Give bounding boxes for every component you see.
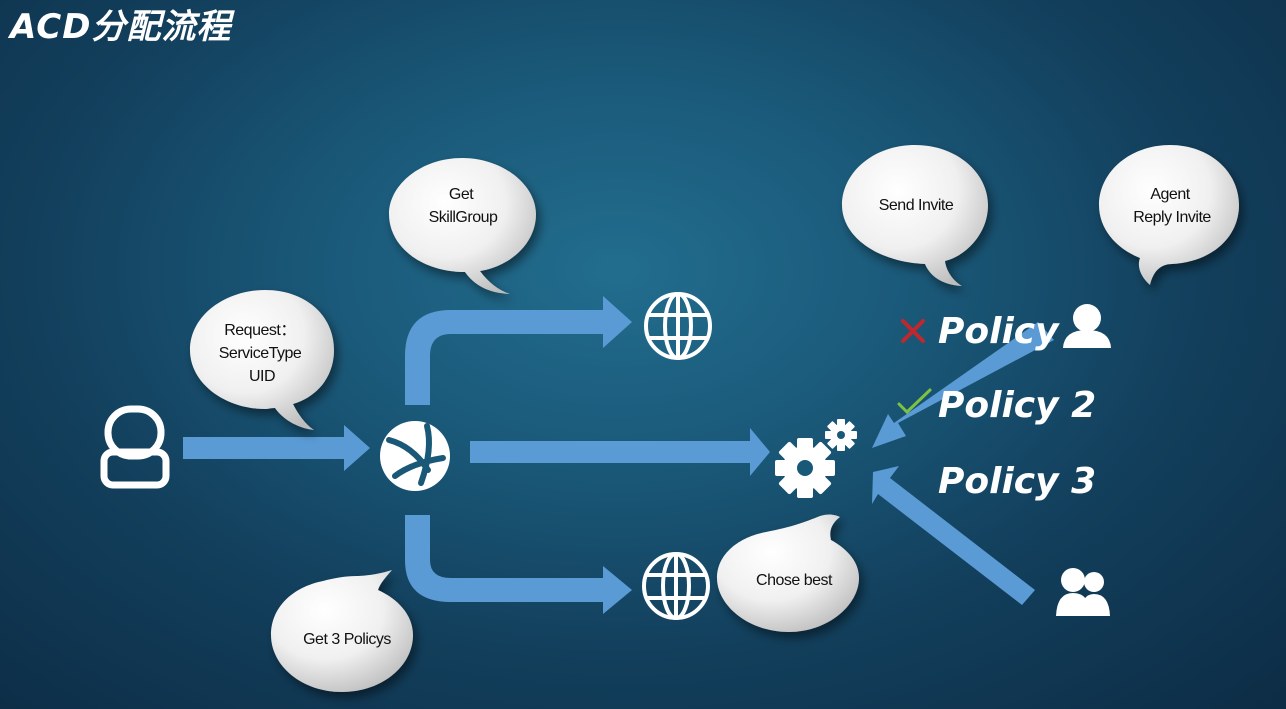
arrow-gears-to-agent-group xyxy=(872,466,1035,605)
gears-icon xyxy=(775,419,857,498)
policy-2-label: Policy 2 xyxy=(938,385,1096,426)
agent-group-icon xyxy=(1056,568,1110,616)
rejected-x-icon xyxy=(901,319,925,343)
arrow-hub-to-top-globe xyxy=(405,296,632,405)
chose-best-bubble: Chose best xyxy=(717,514,859,632)
skillgroup-bubble-text: Get SkillGroup xyxy=(429,186,498,226)
agent-reply-bubble: Agent Reply Invite xyxy=(1099,145,1239,285)
chose-best-bubble-text: Chose best xyxy=(756,572,833,589)
page-title: ACD分配流程 xyxy=(10,7,232,47)
accepted-check-icon xyxy=(897,388,932,415)
send-invite-bubble: Send Invite xyxy=(842,145,988,286)
agent-icon xyxy=(1063,304,1111,348)
arrow-hub-to-gears xyxy=(470,428,770,476)
request-bubble: Request： ServiceType UID xyxy=(190,290,334,430)
policy-1-label: Policy 1 xyxy=(938,311,1096,352)
agent-reply-bubble-text: Agent Reply Invite xyxy=(1133,186,1211,226)
arrow-hub-to-bottom-globe xyxy=(405,515,632,614)
policys-bubble-text: Get 3 Policys xyxy=(303,631,391,648)
policys-bubble: Get 3 Policys xyxy=(271,570,413,692)
send-invite-bubble-text: Send Invite xyxy=(879,197,954,214)
arrow-user-to-hub xyxy=(183,425,370,471)
policy-3-label: Policy 3 xyxy=(938,461,1096,502)
arrow-agent-to-gears xyxy=(872,322,1054,448)
skillgroup-bubble: Get SkillGroup xyxy=(389,158,536,294)
globe-icon xyxy=(644,292,712,360)
globe-hub-icon xyxy=(380,421,450,491)
policy-list: Policy 1 Policy 2 Policy 3 xyxy=(897,311,1096,502)
request-bubble-text: Request： ServiceType UID xyxy=(219,322,306,385)
globe-icon xyxy=(642,552,710,620)
user-icon xyxy=(100,405,170,489)
